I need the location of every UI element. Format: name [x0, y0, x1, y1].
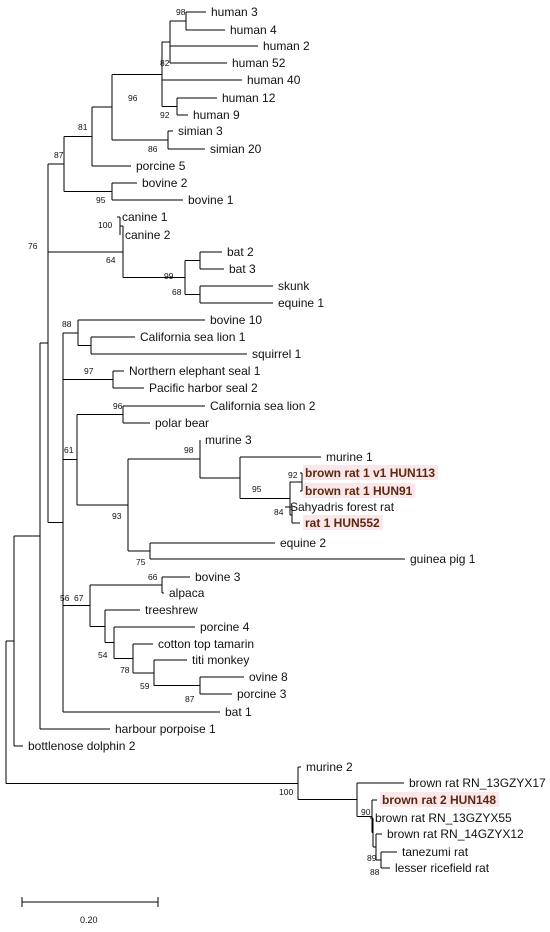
bootstrap-value: 95 — [96, 195, 106, 205]
leaf-label: bat 2 — [227, 245, 254, 259]
scale-bar: 0.20 — [21, 897, 159, 925]
bootstrap-value: 67 — [74, 593, 84, 603]
bootstrap-value: 54 — [98, 650, 108, 660]
leaf-label: murine 1 — [326, 450, 373, 464]
leaf-label: porcine 4 — [200, 620, 250, 634]
bootstrap-value: 99 — [164, 271, 174, 281]
leaf-label: brown rat 2 HUN148 — [382, 793, 496, 807]
leaf-label: brown rat RN_14GZYX12 — [387, 827, 524, 841]
bootstrap-value: 88 — [370, 867, 380, 877]
leaf-label: California sea lion 2 — [210, 399, 316, 413]
bootstrap-value: 86 — [148, 144, 158, 154]
leaf-label: rat 1 HUN552 — [305, 516, 380, 530]
leaf-label: bovine 1 — [188, 193, 234, 207]
leaf-label: bat 3 — [229, 262, 256, 276]
leaf-label: California sea lion 1 — [140, 330, 246, 344]
leaf-highlight — [303, 465, 439, 480]
leaf-label: brown rat 1 v1 HUN113 — [305, 466, 435, 480]
scale-bar-label: 0.20 — [80, 915, 98, 925]
bootstrap-value: 78 — [120, 665, 130, 675]
leaf-labels: human 3 human 4 human 2 human 52 human 40 hum… — [28, 5, 546, 875]
leaf-label: human 52 — [232, 56, 286, 70]
leaf-label: tanezumi rat — [402, 845, 469, 859]
bootstrap-value: 61 — [64, 445, 74, 455]
bootstrap-value: 93 — [112, 511, 122, 521]
bootstrap-value: 68 — [172, 287, 182, 297]
leaf-label: titi monkey — [192, 653, 249, 667]
bootstrap-value: 97 — [84, 366, 94, 376]
bootstrap-value: 81 — [78, 122, 88, 132]
leaf-label: simian 20 — [210, 142, 262, 156]
bootstrap-value: 92 — [288, 470, 298, 480]
tree-branches — [5, 11, 405, 869]
bootstrap-values: 98 82 92 96 86 81 87 95 100 99 68 64 76 88 97 96 92 84 95 9… — [28, 7, 380, 877]
bootstrap-value: 98 — [184, 445, 194, 455]
leaf-highlight — [380, 792, 500, 807]
leaf-label: human 40 — [247, 73, 301, 87]
scale-bar-line — [21, 897, 159, 907]
leaf-label: human 4 — [230, 23, 277, 37]
leaf-label: equine 1 — [278, 296, 324, 310]
leaf-label: bovine 3 — [195, 570, 241, 584]
leaf-label: porcine 5 — [136, 159, 186, 173]
leaf-label: brown rat RN_13GZYX55 — [375, 811, 512, 825]
bootstrap-value: 95 — [252, 484, 262, 494]
leaf-label: equine 2 — [280, 536, 326, 550]
leaf-label: brown rat 1 HUN91 — [305, 484, 413, 498]
bootstrap-value: 89 — [367, 853, 377, 863]
leaf-label: Northern elephant seal 1 — [129, 364, 261, 378]
bootstrap-value: 64 — [106, 255, 116, 265]
leaf-label: human 9 — [193, 108, 240, 122]
bootstrap-value: 56 — [60, 593, 70, 603]
leaf-label: cotton top tamarin — [158, 637, 254, 651]
bootstrap-value: 96 — [128, 93, 138, 103]
bootstrap-value: 82 — [160, 58, 170, 68]
leaf-label: canine 1 — [122, 210, 168, 224]
bootstrap-value: 75 — [136, 557, 146, 567]
bootstrap-value: 66 — [148, 572, 158, 582]
bootstrap-value: 92 — [160, 110, 170, 120]
bootstrap-value: 98 — [176, 7, 186, 17]
leaf-label: murine 3 — [205, 433, 252, 447]
leaf-label: bat 1 — [225, 705, 252, 719]
leaf-label: human 12 — [222, 91, 276, 105]
leaf-label: squirrel 1 — [252, 347, 302, 361]
leaf-label: alpaca — [169, 586, 205, 600]
leaf-label: brown rat RN_13GZYX17 — [409, 776, 546, 790]
leaf-label: bovine 2 — [142, 176, 188, 190]
leaf-label: murine 2 — [306, 760, 353, 774]
leaf-label: treeshrew — [145, 603, 198, 617]
leaf-label: Sahyadris forest rat — [290, 500, 395, 514]
leaf-label: Pacific harbor seal 2 — [149, 381, 258, 395]
bootstrap-value: 87 — [54, 150, 64, 160]
leaf-highlight — [303, 483, 416, 498]
leaf-highlight — [303, 515, 383, 530]
branch-lines — [5, 11, 405, 869]
bootstrap-value: 100 — [279, 787, 293, 797]
bootstrap-value: 88 — [62, 319, 72, 329]
leaf-label: bovine 10 — [210, 313, 262, 327]
leaf-label: human 3 — [211, 5, 258, 19]
bootstrap-value: 59 — [140, 681, 150, 691]
leaf-label: ovine 8 — [249, 670, 288, 684]
leaf-label: human 2 — [263, 39, 310, 53]
leaf-label: harbour porpoise 1 — [115, 722, 216, 736]
leaf-label: porcine 3 — [237, 687, 287, 701]
leaf-label: guinea pig 1 — [410, 552, 476, 566]
leaf-label: polar bear — [155, 416, 209, 430]
bootstrap-value: 90 — [361, 807, 371, 817]
bootstrap-value: 84 — [274, 507, 284, 517]
leaf-label: lesser ricefield rat — [395, 861, 490, 875]
bootstrap-value: 76 — [28, 241, 38, 251]
leaf-label: canine 2 — [125, 228, 171, 242]
bootstrap-value: 87 — [185, 694, 195, 704]
leaf-label: skunk — [278, 279, 310, 293]
leaf-label: simian 3 — [178, 124, 223, 138]
leaf-label: bottlenose dolphin 2 — [28, 739, 136, 753]
bootstrap-value: 100 — [98, 220, 112, 230]
bootstrap-value: 96 — [113, 401, 123, 411]
